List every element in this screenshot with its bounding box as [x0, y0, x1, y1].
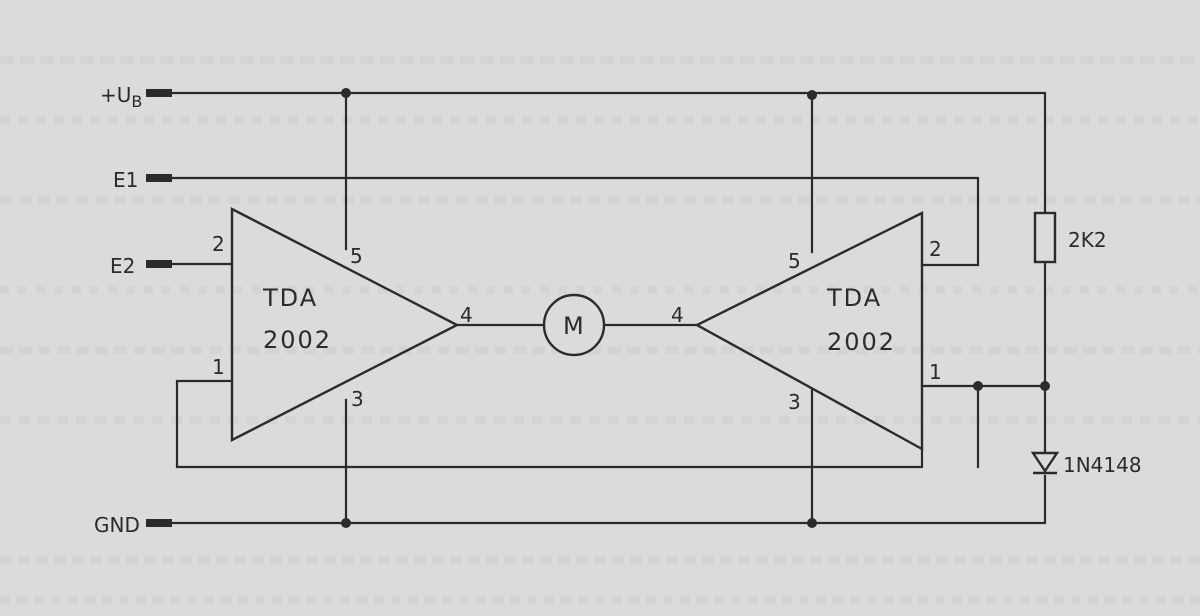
- background-show-through: [0, 56, 1200, 604]
- terminal-pad-gnd: [146, 519, 172, 527]
- amplifier-left-pin-5: 5: [350, 244, 363, 268]
- amplifier-right-symbol: [694, 211, 924, 452]
- junction-dot: [807, 90, 817, 100]
- terminal-label-gnd: GND: [94, 513, 140, 537]
- amplifier-left-pin-1: 1: [212, 355, 225, 379]
- diode-label: 1N4148: [1063, 453, 1142, 477]
- amplifier-left-symbol: [230, 207, 460, 442]
- amplifier-right-pin-2: 2: [929, 237, 942, 261]
- amplifier-left-label-line1: TDA: [262, 284, 318, 312]
- motor-label: M: [563, 312, 586, 340]
- diode-symbol: [1030, 451, 1060, 475]
- junction-dot: [973, 381, 983, 391]
- terminal-label-e2: E2: [110, 254, 135, 278]
- amplifier-left-pin-4: 4: [460, 303, 473, 327]
- terminal-pad-e1: [146, 174, 172, 182]
- amplifier-right-pin-3: 3: [788, 390, 801, 414]
- junction-dot: [341, 518, 351, 528]
- amplifier-left-label-line2: 2002: [263, 326, 332, 354]
- terminal-label-vcc: +UB: [100, 83, 142, 111]
- amplifier-right-pin-4: 4: [671, 303, 684, 327]
- amplifier-right-label-line2: 2002: [827, 328, 896, 356]
- resistor-symbol: [1033, 211, 1057, 264]
- terminal-pad-vcc: [146, 89, 172, 97]
- resistor-label: 2K2: [1068, 228, 1107, 252]
- junction-dot: [807, 518, 817, 528]
- amplifier-left-pin-2: 2: [212, 232, 225, 256]
- terminal-label-e1: E1: [113, 168, 138, 192]
- motor-symbol: [542, 293, 606, 357]
- amplifier-right-label-line1: TDA: [826, 284, 882, 312]
- amplifier-left-pin-3: 3: [351, 387, 364, 411]
- wire-e1: [158, 176, 980, 267]
- amplifier-right-pin-1: 1: [929, 360, 942, 384]
- wire-left-pin1-loop: [175, 379, 924, 469]
- terminal-pad-e2: [146, 260, 172, 268]
- junction-dot: [1040, 381, 1050, 391]
- wire-vcc-rail: [158, 91, 1047, 215]
- amplifier-right-pin-5: 5: [788, 249, 801, 273]
- junction-dot: [341, 88, 351, 98]
- wire-gnd-rail: [158, 474, 1047, 525]
